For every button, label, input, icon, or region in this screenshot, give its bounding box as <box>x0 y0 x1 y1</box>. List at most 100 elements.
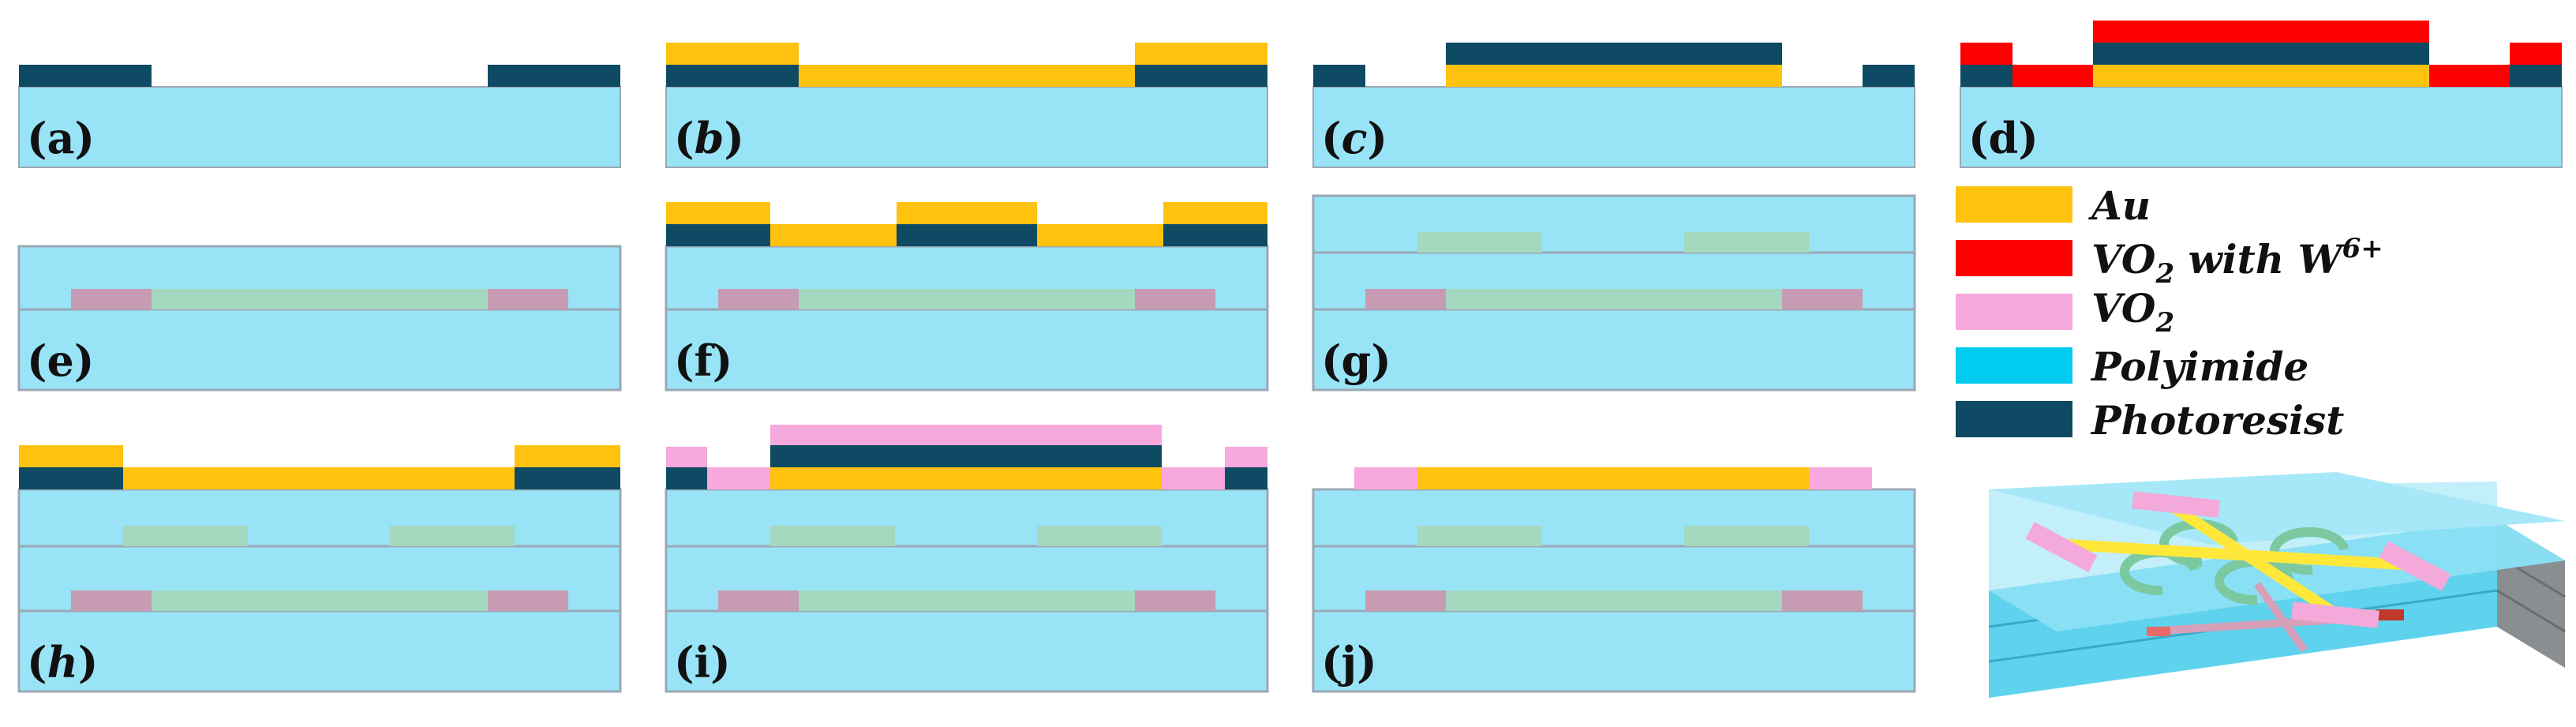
panel-h: (h) <box>17 445 622 693</box>
legend-swatch-au <box>1956 186 2072 223</box>
polyimide-bottom <box>1312 609 1916 693</box>
embedded-au <box>799 590 1135 611</box>
embedded-au-upper-left <box>123 526 248 546</box>
panel-e: (e) <box>17 245 622 392</box>
legend-label-au: Au <box>2088 182 2151 229</box>
embedded-au-upper-left <box>770 526 895 546</box>
vo2w-right <box>2429 65 2510 87</box>
photoresist-right <box>515 467 620 489</box>
au-on-resist-3 <box>1163 202 1267 224</box>
polyimide-bottom <box>17 308 622 392</box>
c-ring-3 <box>2270 527 2349 575</box>
au-center <box>123 467 515 489</box>
vo2-on-resist-left <box>666 447 707 467</box>
panel-i: (i) <box>665 425 1269 693</box>
end-cap-right <box>2379 541 2451 591</box>
embedded-au-upper-right <box>390 526 515 546</box>
embedded-au-upper-right <box>1684 232 1809 253</box>
panel-g: (g) <box>1312 194 1916 392</box>
polyimide-bottom <box>17 609 622 693</box>
embedded-vo2-left <box>1365 590 1446 611</box>
lower-cross-tip-2 <box>2147 627 2170 636</box>
end-cap-top <box>2132 491 2220 518</box>
au-on-resist-1 <box>666 202 770 224</box>
photoresist-center <box>1446 43 1782 65</box>
vo2-left <box>707 467 770 489</box>
au-on-resist-2 <box>897 202 1037 224</box>
upper-cross <box>2025 491 2451 628</box>
photoresist-left <box>666 65 799 87</box>
embedded-vo2-right <box>1782 289 1863 309</box>
vo2w-left <box>2012 65 2093 87</box>
embedded-au-upper-right <box>1684 526 1809 546</box>
device-3d-view <box>1988 472 2566 698</box>
vo2-on-resist-right <box>1225 447 1267 467</box>
device-top-surface <box>1989 472 2565 545</box>
polyimide-top2 <box>17 488 622 548</box>
embedded-vo2-left <box>718 289 799 309</box>
vo2-right <box>1162 467 1225 489</box>
embedded-au <box>152 590 488 611</box>
polyimide-bottom <box>665 308 1269 392</box>
photoresist-1 <box>666 224 770 246</box>
embedded-au <box>799 289 1135 309</box>
panel-label-f: (f) <box>674 335 732 386</box>
vo2w-top <box>2093 21 2429 43</box>
panel-a: (a) <box>18 65 621 168</box>
au-on-resist-left <box>666 43 799 65</box>
panel-label-e: (e) <box>27 335 94 386</box>
panel-f: (f) <box>665 202 1269 392</box>
panel-label-c: (c) <box>1321 113 1387 163</box>
panel-label-h: (h) <box>27 637 98 688</box>
legend-label-photoresist: Photoresist <box>2090 397 2344 444</box>
photoresist-right <box>1135 65 1267 87</box>
embedded-au <box>152 289 488 309</box>
c-ring-4 <box>2159 519 2238 568</box>
photoresist-left <box>19 65 152 87</box>
embedded-vo2-right <box>1782 590 1863 611</box>
embedded-vo2-right <box>488 590 568 611</box>
embedded-vo2-right <box>488 289 568 309</box>
panel-b: (b) <box>665 43 1268 168</box>
photoresist-right <box>1863 65 1915 87</box>
legend-swatch-polyimide <box>1956 347 2072 384</box>
legend-swatch-vo2 <box>1956 294 2072 330</box>
panel-label-b: (b) <box>674 113 744 163</box>
photoresist-left <box>666 467 707 489</box>
photoresist-left <box>1313 65 1365 87</box>
au-center <box>2093 65 2429 87</box>
embedded-au-upper-right <box>1037 526 1162 546</box>
photoresist-right <box>2510 65 2562 87</box>
embedded-vo2-left <box>1365 289 1446 309</box>
panel-label-d: (d) <box>1968 113 2039 163</box>
photoresist-3 <box>1163 224 1267 246</box>
panel-label-g: (g) <box>1321 335 1391 386</box>
photoresist-right <box>1225 467 1267 489</box>
polyimide-top2 <box>1312 488 1916 548</box>
polyimide-top2 <box>665 488 1269 548</box>
c-ring-2 <box>2215 557 2293 605</box>
legend: Au VO2 with W6+ VO2 Polyimide Photoresis… <box>1956 182 2383 444</box>
panel-d: (d) <box>1960 21 2563 168</box>
legend-label-vo2w: VO2 with W6+ <box>2091 233 2383 290</box>
legend-label-vo2: VO2 <box>2091 285 2174 339</box>
photoresist-center <box>770 445 1162 467</box>
polyimide-top2 <box>1312 194 1916 254</box>
vo2-top <box>770 425 1162 445</box>
au-gap-2 <box>1037 224 1163 246</box>
photoresist-2 <box>897 224 1037 246</box>
device-layer-line-4 <box>2496 589 2566 633</box>
photoresist-left <box>1960 65 2012 87</box>
au-on-resist-right <box>1135 43 1267 65</box>
polyimide-substrate <box>18 86 621 168</box>
vo2w-on-resist-left <box>1960 43 2012 65</box>
vo2w-on-resist-right <box>2510 43 2562 65</box>
polyimide-substrate <box>1312 86 1915 168</box>
upper-cross-vertical <box>2167 500 2339 619</box>
vo2-left <box>1354 467 1417 489</box>
embedded-c-rings <box>2120 519 2349 605</box>
legend-label-polyimide: Polyimide <box>2090 343 2308 390</box>
embedded-au-upper-left <box>1417 526 1542 546</box>
embedded-au-upper-left <box>1417 232 1542 253</box>
